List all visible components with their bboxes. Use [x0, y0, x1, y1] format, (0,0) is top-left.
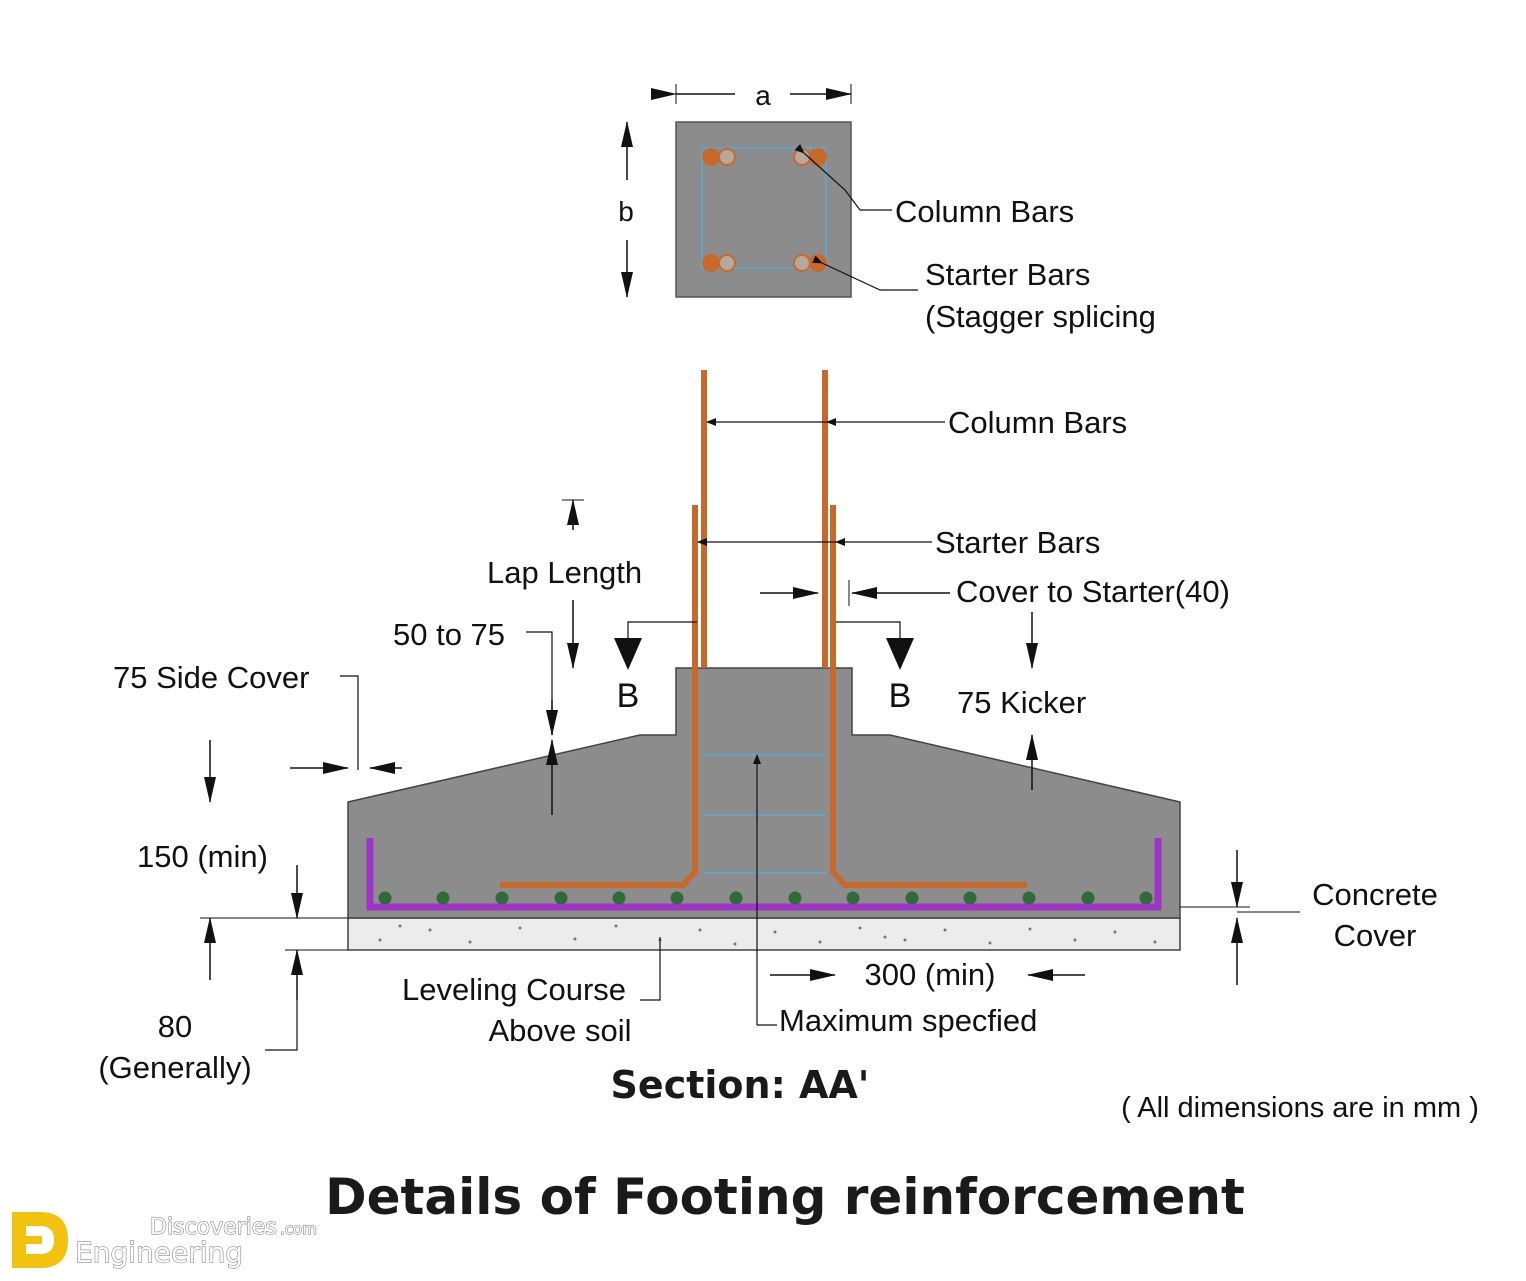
section-title: Section: AA' [611, 1063, 870, 1107]
eighty-label: 80 [158, 1009, 192, 1044]
starter-bars-label: Starter Bars [935, 525, 1100, 560]
section-b-right: B [889, 677, 912, 715]
max-specified-label: Maximum specfied [779, 1003, 1037, 1038]
min-150-label: 150 (min) [137, 839, 268, 874]
footing-body [347, 667, 1181, 919]
main-title: Details of Footing reinforcement [325, 1168, 1245, 1226]
plan-starter-bars-label: Starter Bars [925, 257, 1090, 292]
generally-label: (Generally) [98, 1050, 251, 1085]
distribution-bars [378, 891, 1153, 905]
lap-length-label: Lap Length [487, 555, 642, 590]
leveling-label-1: Leveling Course [402, 972, 626, 1007]
bottom-stirrup [366, 838, 1162, 911]
leveling-label-2: Above soil [488, 1013, 631, 1048]
watermark-line2: Engineering [75, 1236, 243, 1269]
cover-to-starter-label: Cover to Starter(40) [956, 574, 1230, 609]
column-bars-label: Column Bars [948, 405, 1127, 440]
footing-section [347, 370, 1181, 951]
leveling-speckles [378, 924, 1157, 946]
watermark: Discoveries .com Engineering [12, 1212, 317, 1270]
column-plan-view: a b Column Bars Starter Bars (Stagger sp… [618, 80, 1156, 334]
kicker-label: 75 Kicker [957, 685, 1086, 720]
dim-a-label: a [755, 80, 771, 111]
plan-column-bars-label: Column Bars [895, 194, 1074, 229]
annotations: Column Bars Starter Bars Cover to Starte… [98, 405, 1438, 1085]
concrete-cover-label-2: Cover [1334, 918, 1417, 953]
side-cover-label: 75 Side Cover [113, 660, 309, 695]
plan-stagger-label: (Stagger splicing [925, 299, 1156, 334]
watermark-logo-icon [12, 1212, 68, 1268]
watermark-line1: Discoveries [150, 1215, 277, 1240]
section-arrow-left [614, 638, 642, 670]
dim-b-label: b [618, 196, 634, 227]
units-note: ( All dimensions are in mm ) [1121, 1092, 1479, 1124]
section-arrow-right [886, 638, 914, 670]
starter-bar-left [500, 505, 698, 888]
column-ties [704, 754, 826, 874]
starter-bar-right [830, 505, 1027, 888]
concrete-cover-label-1: Concrete [1312, 877, 1438, 912]
watermark-suffix: .com [280, 1220, 317, 1238]
leveling-course [347, 917, 1181, 951]
fifty-to-75-label: 50 to 75 [393, 617, 505, 652]
min-300-label: 300 (min) [865, 957, 996, 992]
column-tie [701, 147, 827, 269]
section-b-left: B [617, 677, 640, 715]
